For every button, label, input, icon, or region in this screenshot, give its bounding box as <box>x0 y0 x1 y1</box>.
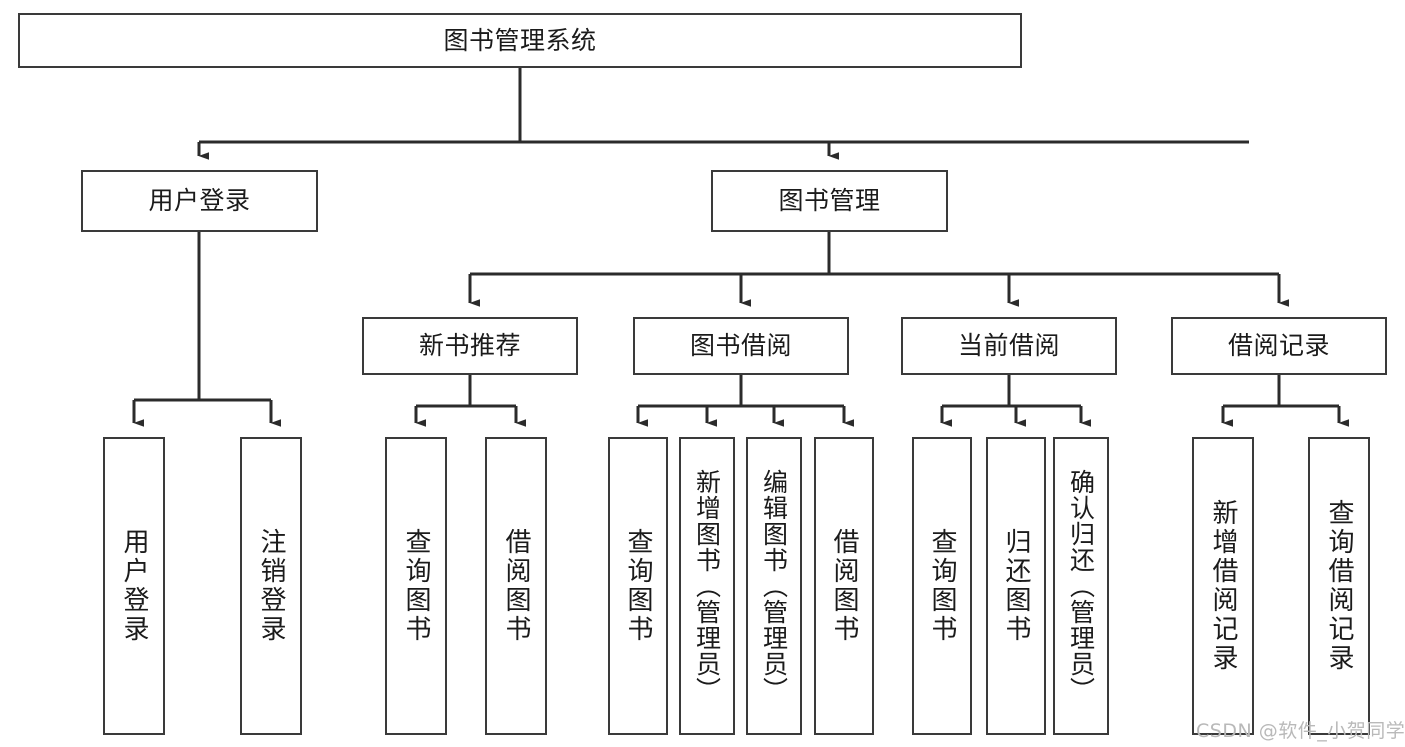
node-leaf-query-book-1-label: 查询图书 <box>401 528 431 644</box>
connectors-book-borrow-to-leaves <box>636 375 854 427</box>
connectors-user-login-to-leaves <box>132 232 281 427</box>
node-current-borrow-label: 当前借阅 <box>957 331 1060 360</box>
node-leaf-borrow-book-2-label: 借阅图书 <box>829 528 859 644</box>
node-leaf-user-login[interactable]: 用户登录 <box>103 437 165 735</box>
node-leaf-add-borrow-record[interactable]: 新增借阅记录 <box>1192 437 1254 735</box>
node-leaf-edit-book-admin-label: 编辑图书（管理员） <box>759 469 789 703</box>
node-leaf-add-book-admin[interactable]: 新增图书（管理员） <box>679 437 735 735</box>
connectors-current-borrow-to-leaves <box>940 375 1091 427</box>
node-leaf-user-login-label: 用户登录 <box>119 528 149 644</box>
connectors-new-book-recommend-to-leaves <box>414 375 526 427</box>
node-user-login[interactable]: 用户登录 <box>81 170 318 232</box>
node-borrow-record-label: 借阅记录 <box>1227 331 1330 360</box>
node-leaf-edit-book-admin[interactable]: 编辑图书（管理员） <box>746 437 802 735</box>
node-leaf-borrow-book-1[interactable]: 借阅图书 <box>485 437 547 735</box>
connectors-book-manage-to-level3 <box>468 232 1289 307</box>
node-leaf-borrow-book-2[interactable]: 借阅图书 <box>814 437 874 735</box>
connectors-borrow-record-to-leaves <box>1221 375 1349 427</box>
node-leaf-add-book-admin-label: 新增图书（管理员） <box>692 469 722 703</box>
node-root-system[interactable]: 图书管理系统 <box>18 13 1022 68</box>
node-leaf-confirm-return-admin-label: 确认归还（管理员） <box>1066 469 1096 703</box>
node-leaf-query-borrow-record[interactable]: 查询借阅记录 <box>1308 437 1370 735</box>
node-leaf-borrow-book-1-label: 借阅图书 <box>501 528 531 644</box>
node-leaf-logout-login-label: 注销登录 <box>256 528 286 644</box>
node-new-book-recommend-label: 新书推荐 <box>418 331 521 360</box>
node-leaf-logout-login[interactable]: 注销登录 <box>240 437 302 735</box>
node-leaf-return-book[interactable]: 归还图书 <box>986 437 1046 735</box>
connectors-root-to-level2 <box>197 68 1249 160</box>
node-leaf-return-book-label: 归还图书 <box>1001 528 1031 644</box>
node-leaf-query-book-3[interactable]: 查询图书 <box>912 437 972 735</box>
node-leaf-query-book-2[interactable]: 查询图书 <box>608 437 668 735</box>
node-book-manage-label: 图书管理 <box>778 186 881 215</box>
node-leaf-query-book-1[interactable]: 查询图书 <box>385 437 447 735</box>
node-book-manage[interactable]: 图书管理 <box>711 170 948 232</box>
node-leaf-add-borrow-record-label: 新增借阅记录 <box>1208 499 1238 673</box>
node-book-borrow[interactable]: 图书借阅 <box>633 317 849 375</box>
node-root-system-label: 图书管理系统 <box>443 25 597 55</box>
node-user-login-label: 用户登录 <box>148 186 251 215</box>
node-leaf-confirm-return-admin[interactable]: 确认归还（管理员） <box>1053 437 1109 735</box>
node-new-book-recommend[interactable]: 新书推荐 <box>362 317 578 375</box>
node-leaf-query-book-2-label: 查询图书 <box>623 528 653 644</box>
node-leaf-query-borrow-record-label: 查询借阅记录 <box>1324 499 1354 673</box>
csdn-watermark: CSDN @软件_小贺同学 <box>1196 720 1405 742</box>
node-leaf-query-book-3-label: 查询图书 <box>927 528 957 644</box>
node-borrow-record[interactable]: 借阅记录 <box>1171 317 1387 375</box>
node-book-borrow-label: 图书借阅 <box>689 331 792 360</box>
node-current-borrow[interactable]: 当前借阅 <box>901 317 1117 375</box>
